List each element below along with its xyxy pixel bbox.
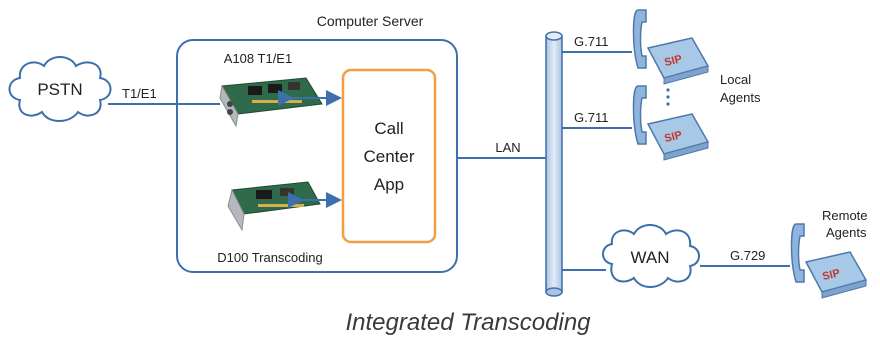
pstn-label: PSTN (37, 80, 82, 99)
a108-card-label: A108 T1/E1 (224, 51, 292, 66)
wan-cloud: WAN (602, 224, 700, 288)
d100-card-label: D100 Transcoding (217, 250, 323, 265)
codec-local-1: G.711 (574, 34, 608, 49)
more-agents-dot-1 (666, 88, 670, 92)
remote-agents-label-line-2: Agents (826, 225, 867, 240)
codec-local-2: G.711 (574, 110, 608, 125)
app-label-line-1: Call (374, 119, 403, 138)
app-label-line-2: Center (363, 147, 414, 166)
a108-card-image (219, 77, 323, 128)
call-center-app-box (341, 68, 437, 244)
computer-server-box (176, 39, 458, 273)
diagram-caption: Integrated Transcoding (345, 309, 591, 336)
pstn-cloud: PSTN (8, 56, 112, 122)
more-agents-dot-2 (666, 95, 670, 99)
more-agents-dot-3 (666, 102, 670, 106)
local-agents-label-line-2: Agents (720, 90, 761, 105)
lan-bus (545, 31, 563, 297)
t1e1-link-label: T1/E1 (122, 86, 157, 101)
d100-card-image (227, 181, 321, 232)
sip-phone-icon: SIP (790, 223, 868, 299)
sip-phone-icon: SIP (632, 85, 710, 161)
remote-agents-label-line-1: Remote (822, 208, 868, 223)
phone-3-badge: SIP (821, 267, 841, 283)
phone-2-badge: SIP (663, 129, 683, 145)
app-label-line-3: App (374, 175, 404, 194)
phone-1-badge: SIP (663, 53, 683, 69)
sip-phone-icon: SIP (632, 9, 710, 85)
lan-label: LAN (495, 140, 520, 155)
codec-remote: G.729 (730, 248, 765, 263)
server-title: Computer Server (317, 13, 424, 29)
local-agents-label-line-1: Local (720, 72, 751, 87)
wan-label: WAN (630, 248, 669, 267)
